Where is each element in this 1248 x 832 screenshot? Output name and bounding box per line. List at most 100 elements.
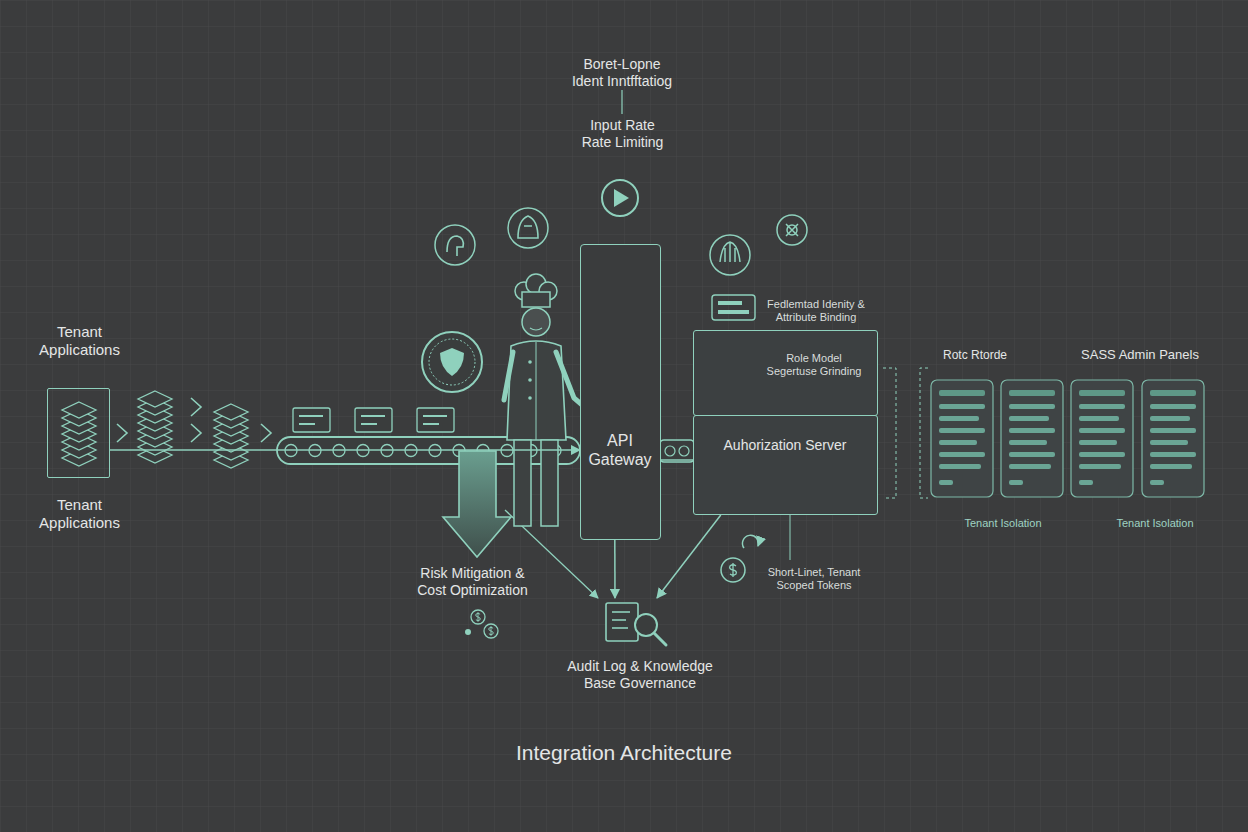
package-box bbox=[417, 408, 454, 432]
play-symbol bbox=[614, 189, 629, 207]
package-box bbox=[355, 408, 392, 432]
layer-shape bbox=[62, 402, 96, 418]
chevron bbox=[117, 424, 127, 442]
layer-shape bbox=[214, 404, 248, 420]
document-line bbox=[612, 619, 626, 621]
connector-line bbox=[110, 449, 580, 451]
node-text: Auhorization Server bbox=[694, 437, 876, 454]
node-text: Role Model Segertuse Grinding bbox=[763, 352, 865, 378]
hood-icon bbox=[518, 216, 538, 238]
icon-circle bbox=[508, 208, 548, 248]
chef-leg bbox=[514, 440, 531, 526]
annotation-label: Tenant Isolation bbox=[1105, 517, 1205, 530]
conveyor-roller bbox=[381, 445, 393, 457]
layer-shape bbox=[138, 391, 172, 407]
chevron bbox=[191, 424, 201, 442]
dashed-bracket bbox=[920, 368, 928, 498]
package-line bbox=[423, 415, 447, 417]
chef-arm bbox=[504, 352, 513, 400]
annotation-label: Boret-Lopne Ident Inntfftatiog bbox=[567, 56, 677, 90]
coin-dot bbox=[465, 629, 471, 635]
document-line bbox=[612, 611, 630, 613]
chef-head bbox=[522, 308, 550, 336]
network-icon bbox=[787, 225, 797, 235]
conveyor-roller bbox=[665, 446, 675, 456]
shield-symbol bbox=[440, 348, 464, 376]
dashed-bracket bbox=[883, 368, 896, 498]
annotation-label: Short-Linet, Tenant Scoped Tokens bbox=[758, 566, 870, 592]
id-card-bar bbox=[718, 301, 742, 305]
annotation-label: Risk Mitigation & Cost Optimization bbox=[410, 565, 535, 599]
package-line bbox=[361, 415, 385, 417]
diagram-title: Integration Architecture bbox=[424, 740, 824, 765]
conveyor-roller bbox=[357, 445, 369, 457]
icon-circle bbox=[777, 215, 807, 245]
dollar-sign bbox=[730, 563, 737, 577]
chef-button bbox=[528, 360, 532, 364]
connector-line bbox=[614, 540, 616, 598]
badge-ring bbox=[429, 339, 475, 385]
package-box bbox=[293, 408, 330, 432]
coin-icon bbox=[721, 558, 745, 582]
conveyor-roller bbox=[501, 445, 513, 457]
authorization-box: Auhorization Server bbox=[693, 415, 878, 515]
chef-hat bbox=[522, 292, 550, 307]
magnifier-handle bbox=[654, 633, 666, 645]
chef-coat-seam bbox=[536, 342, 537, 440]
conveyor-belt bbox=[277, 437, 580, 464]
leader-line bbox=[621, 90, 622, 114]
document-line bbox=[612, 627, 628, 629]
conveyor-roller bbox=[429, 445, 441, 457]
down-arrow bbox=[443, 451, 511, 557]
icon-circle bbox=[602, 180, 638, 216]
conveyor-belt bbox=[660, 440, 694, 462]
brain-icon bbox=[720, 242, 740, 262]
package-line bbox=[299, 415, 323, 417]
conveyor-roller bbox=[309, 445, 321, 457]
annotation-label: Input Rate Rate Limiting bbox=[575, 117, 670, 151]
role-model-box: Fedlemtad Idenity & Attribute BindingRol… bbox=[693, 330, 878, 416]
chef-button bbox=[528, 396, 532, 400]
node-text: Audit Log & Knowledge Base Governance bbox=[558, 658, 723, 692]
icon-circle bbox=[435, 225, 475, 265]
tenant-app-box: Tenant ApplicationsTenant Applications bbox=[47, 388, 110, 478]
connector-line bbox=[657, 515, 721, 598]
leader-line bbox=[790, 515, 791, 560]
chef-leg bbox=[541, 440, 558, 526]
chef-face bbox=[530, 328, 542, 330]
annotation-label: Tenant Isolation bbox=[953, 517, 1053, 530]
admin-panel bbox=[1142, 380, 1204, 497]
conveyor-roller bbox=[679, 446, 689, 456]
coin-icon bbox=[471, 610, 485, 624]
conveyor-roller bbox=[285, 445, 297, 457]
id-card-bar bbox=[718, 310, 749, 314]
network-icon bbox=[786, 224, 798, 236]
admin-panel bbox=[1071, 380, 1133, 497]
admin-panel bbox=[1001, 380, 1063, 497]
gateway-box: API Gateway bbox=[580, 244, 661, 540]
document-icon bbox=[606, 603, 638, 641]
conveyor-roller bbox=[333, 445, 345, 457]
dollar-sign bbox=[489, 626, 494, 636]
coin-icon bbox=[484, 624, 498, 638]
dollar-sign bbox=[476, 612, 481, 622]
package-line bbox=[299, 423, 315, 425]
node-heading: Fedlemtad Idenity & Attribute Binding bbox=[760, 298, 872, 324]
head-icon bbox=[447, 236, 463, 256]
connector-line bbox=[661, 459, 693, 461]
badge-ring bbox=[422, 332, 482, 392]
package-line bbox=[423, 423, 439, 425]
id-card-icon bbox=[712, 295, 755, 320]
annotation-label: Rotc Rtorde bbox=[925, 348, 1025, 362]
admin-panel bbox=[931, 380, 993, 497]
node-text: Tenant Applications bbox=[25, 496, 135, 532]
node-heading: Tenant Applications bbox=[25, 323, 135, 359]
conveyor-roller bbox=[405, 445, 417, 457]
package-line bbox=[361, 423, 377, 425]
chevron bbox=[191, 398, 201, 416]
audit-node: Audit Log & Knowledge Base Governance bbox=[555, 598, 725, 698]
chef-button bbox=[528, 378, 532, 382]
